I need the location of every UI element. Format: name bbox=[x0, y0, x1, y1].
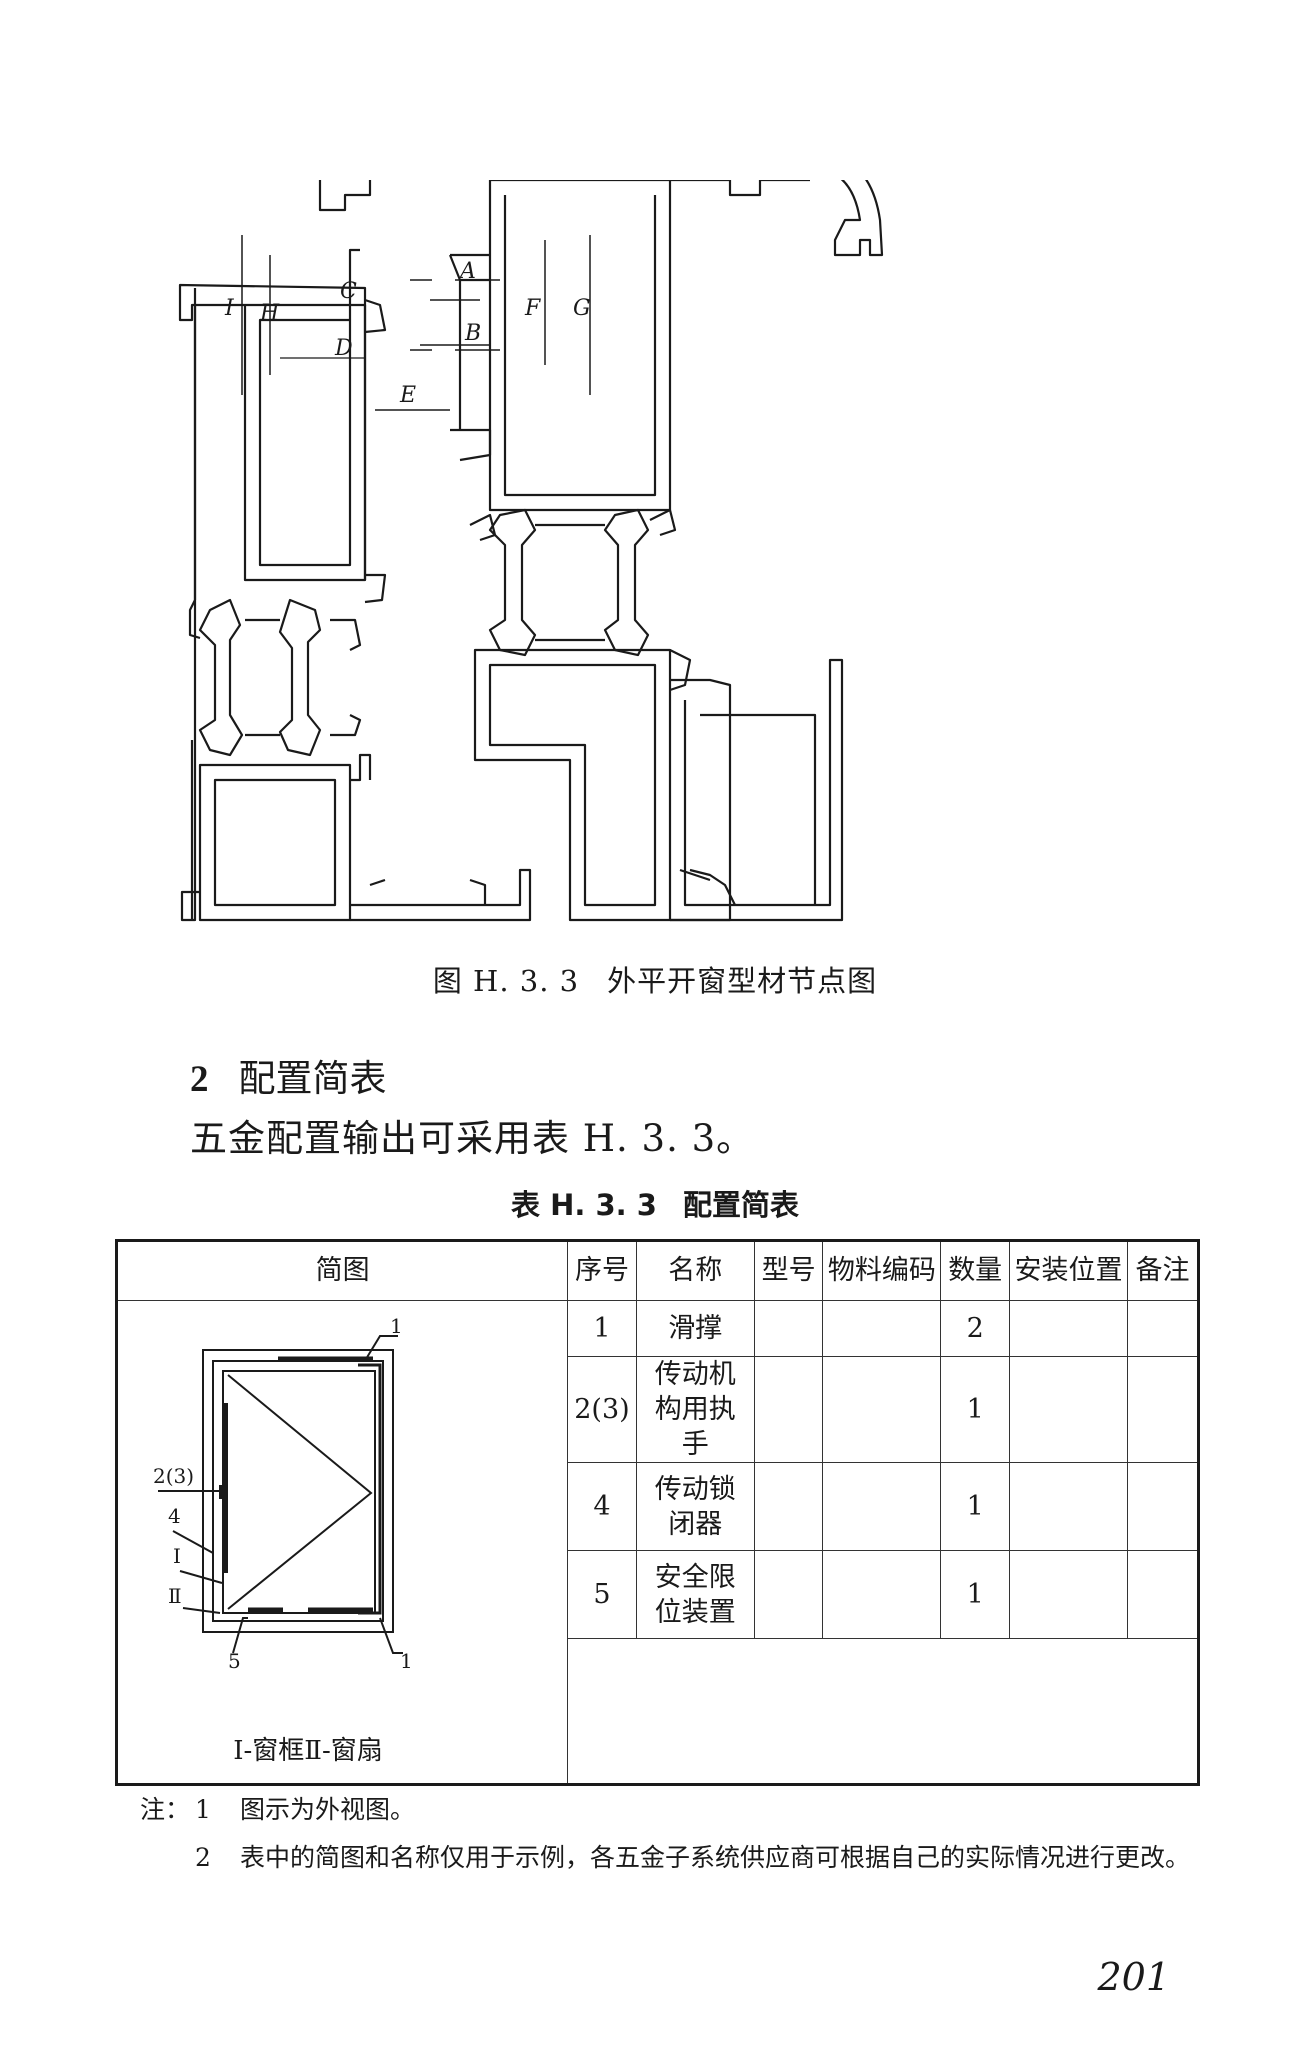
cell-code bbox=[822, 1355, 942, 1464]
callout-sash: Ⅱ bbox=[168, 1584, 182, 1608]
dim-label-E: E bbox=[399, 383, 416, 408]
cell-model bbox=[753, 1300, 824, 1357]
header-remark: 备注 bbox=[1127, 1240, 1199, 1301]
cell-position bbox=[1008, 1355, 1129, 1464]
cell-remark bbox=[1127, 1550, 1199, 1640]
cell-remark bbox=[1127, 1462, 1199, 1552]
bottom-track bbox=[350, 868, 532, 922]
header-code: 物料编码 bbox=[822, 1240, 942, 1301]
table-title-text: 配置简表 bbox=[682, 1188, 799, 1222]
cell-code bbox=[822, 1300, 942, 1357]
profile-node-drawing: A B C D E F G H I bbox=[178, 180, 884, 922]
cell-model bbox=[753, 1462, 824, 1552]
cell-index: 2(3) bbox=[567, 1355, 637, 1464]
callout-2-3: 2(3) bbox=[153, 1464, 194, 1488]
callout-5: 5 bbox=[228, 1649, 241, 1673]
cell-code bbox=[822, 1462, 942, 1552]
dim-label-G: G bbox=[573, 296, 591, 321]
table-empty-row bbox=[117, 1638, 1199, 1785]
dim-label-F: F bbox=[524, 296, 541, 321]
section-number: 2 bbox=[190, 1059, 209, 1100]
left-lower-box bbox=[198, 763, 352, 922]
dim-label-A: A bbox=[458, 259, 476, 284]
note-index: 1 bbox=[195, 1795, 211, 1824]
cell-remark bbox=[1127, 1355, 1199, 1464]
header-model: 型号 bbox=[753, 1240, 824, 1301]
cell-name: 传动锁闭器 bbox=[635, 1462, 755, 1552]
table-row: 1 2(3) 4 Ⅰ Ⅱ 5 1 Ⅰ-窗框Ⅱ-窗扇 1 滑撑 2 bbox=[115, 1299, 1199, 1786]
figure-caption-title: 外平开窗型材节点图 bbox=[607, 964, 878, 998]
right-lower-frame bbox=[473, 648, 672, 922]
config-table: 简图 序号 名称 型号 物料编码 数量 安装位置 备注 bbox=[115, 1239, 1200, 1787]
left-frame-outline bbox=[178, 283, 367, 322]
window-sketch: 1 2(3) 4 Ⅰ Ⅱ 5 1 Ⅰ-窗框Ⅱ-窗扇 bbox=[118, 1313, 498, 1783]
cell-index: 5 bbox=[567, 1550, 637, 1640]
cell-position bbox=[1008, 1550, 1129, 1640]
sketch-cell: 1 2(3) 4 Ⅰ Ⅱ 5 1 Ⅰ-窗框Ⅱ-窗扇 bbox=[115, 1299, 569, 1786]
callout-1-bottom: 1 bbox=[400, 1649, 413, 1673]
header-qty: 数量 bbox=[940, 1240, 1010, 1301]
callout-1-top: 1 bbox=[390, 1314, 403, 1338]
callout-4: 4 bbox=[168, 1504, 181, 1528]
header-sketch: 简图 bbox=[115, 1240, 569, 1301]
opening-diagonal bbox=[227, 1374, 373, 1611]
cell-qty: 2 bbox=[940, 1300, 1010, 1357]
table-header-row: 简图 序号 名称 型号 物料编码 数量 安装位置 备注 bbox=[115, 1240, 1199, 1301]
header-position: 安装位置 bbox=[1008, 1240, 1129, 1301]
note-text: 表中的简图和名称仅用于示例，各五金子系统供应商可根据自己的实际情况进行更改。 bbox=[240, 1843, 1191, 1872]
cell-qty: 1 bbox=[940, 1355, 1010, 1464]
header-index: 序号 bbox=[567, 1240, 637, 1301]
dim-label-H: H bbox=[259, 301, 280, 326]
cell-name: 滑撑 bbox=[635, 1300, 755, 1357]
note-item: 注： 1 图示为外视图。 bbox=[140, 1786, 1220, 1834]
cell-name: 安全限位装置 bbox=[635, 1550, 755, 1640]
page-number: 201 bbox=[1097, 1955, 1170, 1999]
cell-model bbox=[753, 1550, 824, 1640]
cell-qty: 1 bbox=[940, 1550, 1010, 1640]
section-title: 配置简表 bbox=[238, 1057, 387, 1100]
dim-label-D: D bbox=[334, 336, 353, 361]
right-sash-box bbox=[488, 180, 672, 512]
header-name: 名称 bbox=[635, 1240, 755, 1301]
notes-label: 注： bbox=[140, 1795, 191, 1824]
section-heading: 2 配置简表 bbox=[190, 1048, 387, 1102]
dim-label-B: B bbox=[464, 321, 481, 346]
table-title: 表 H. 3. 3 配置简表 bbox=[0, 1182, 1310, 1224]
notes: 注： 1 图示为外视图。 2 表中的简图和名称仅用于示例，各五金子系统供应商可根… bbox=[140, 1786, 1220, 1882]
dim-label-I: I bbox=[224, 296, 235, 321]
left-thermal-break bbox=[198, 598, 244, 757]
right-thermal-break bbox=[488, 508, 537, 657]
figure-caption-number: 图 H. 3. 3 bbox=[432, 964, 580, 998]
table-row: 2(3) 传动机构用执手 1 bbox=[117, 1355, 1199, 1464]
window-frame-rect bbox=[202, 1349, 394, 1634]
cell-model bbox=[753, 1355, 824, 1464]
cell-index: 1 bbox=[567, 1300, 637, 1357]
table-row: 5 安全限位装置 1 bbox=[117, 1550, 1199, 1640]
dim-label-C: C bbox=[340, 279, 357, 304]
right-frame-box bbox=[670, 658, 844, 922]
cell-position bbox=[1008, 1462, 1129, 1552]
sketch-caption: Ⅰ-窗框Ⅱ-窗扇 bbox=[233, 1736, 383, 1767]
figure-caption: 图 H. 3. 3 外平开窗型材节点图 bbox=[0, 958, 1310, 1000]
cell-code bbox=[822, 1550, 942, 1640]
section-body: 五金配置输出可采用表 H. 3. 3。 bbox=[190, 1117, 755, 1160]
note-index: 2 bbox=[195, 1843, 211, 1872]
table-number: 表 H. 3. 3 bbox=[511, 1188, 657, 1222]
window-sketch-svg: 1 2(3) 4 Ⅰ Ⅱ 5 1 bbox=[153, 1314, 413, 1673]
cell-qty: 1 bbox=[940, 1462, 1010, 1552]
cell-remark bbox=[1127, 1300, 1199, 1357]
top-cover bbox=[318, 180, 884, 257]
handle-mark bbox=[219, 1485, 225, 1500]
empty-cell bbox=[567, 1638, 1199, 1785]
callout-frame: Ⅰ bbox=[173, 1544, 181, 1568]
note-text: 图示为外视图。 bbox=[240, 1795, 416, 1824]
cell-name: 传动机构用执手 bbox=[635, 1355, 755, 1464]
cell-index: 4 bbox=[567, 1462, 637, 1552]
cell-position bbox=[1008, 1300, 1129, 1357]
note-item: 2 表中的简图和名称仅用于示例，各五金子系统供应商可根据自己的实际情况进行更改。 bbox=[140, 1834, 1220, 1882]
table-row: 4 传动锁闭器 1 bbox=[117, 1462, 1199, 1552]
